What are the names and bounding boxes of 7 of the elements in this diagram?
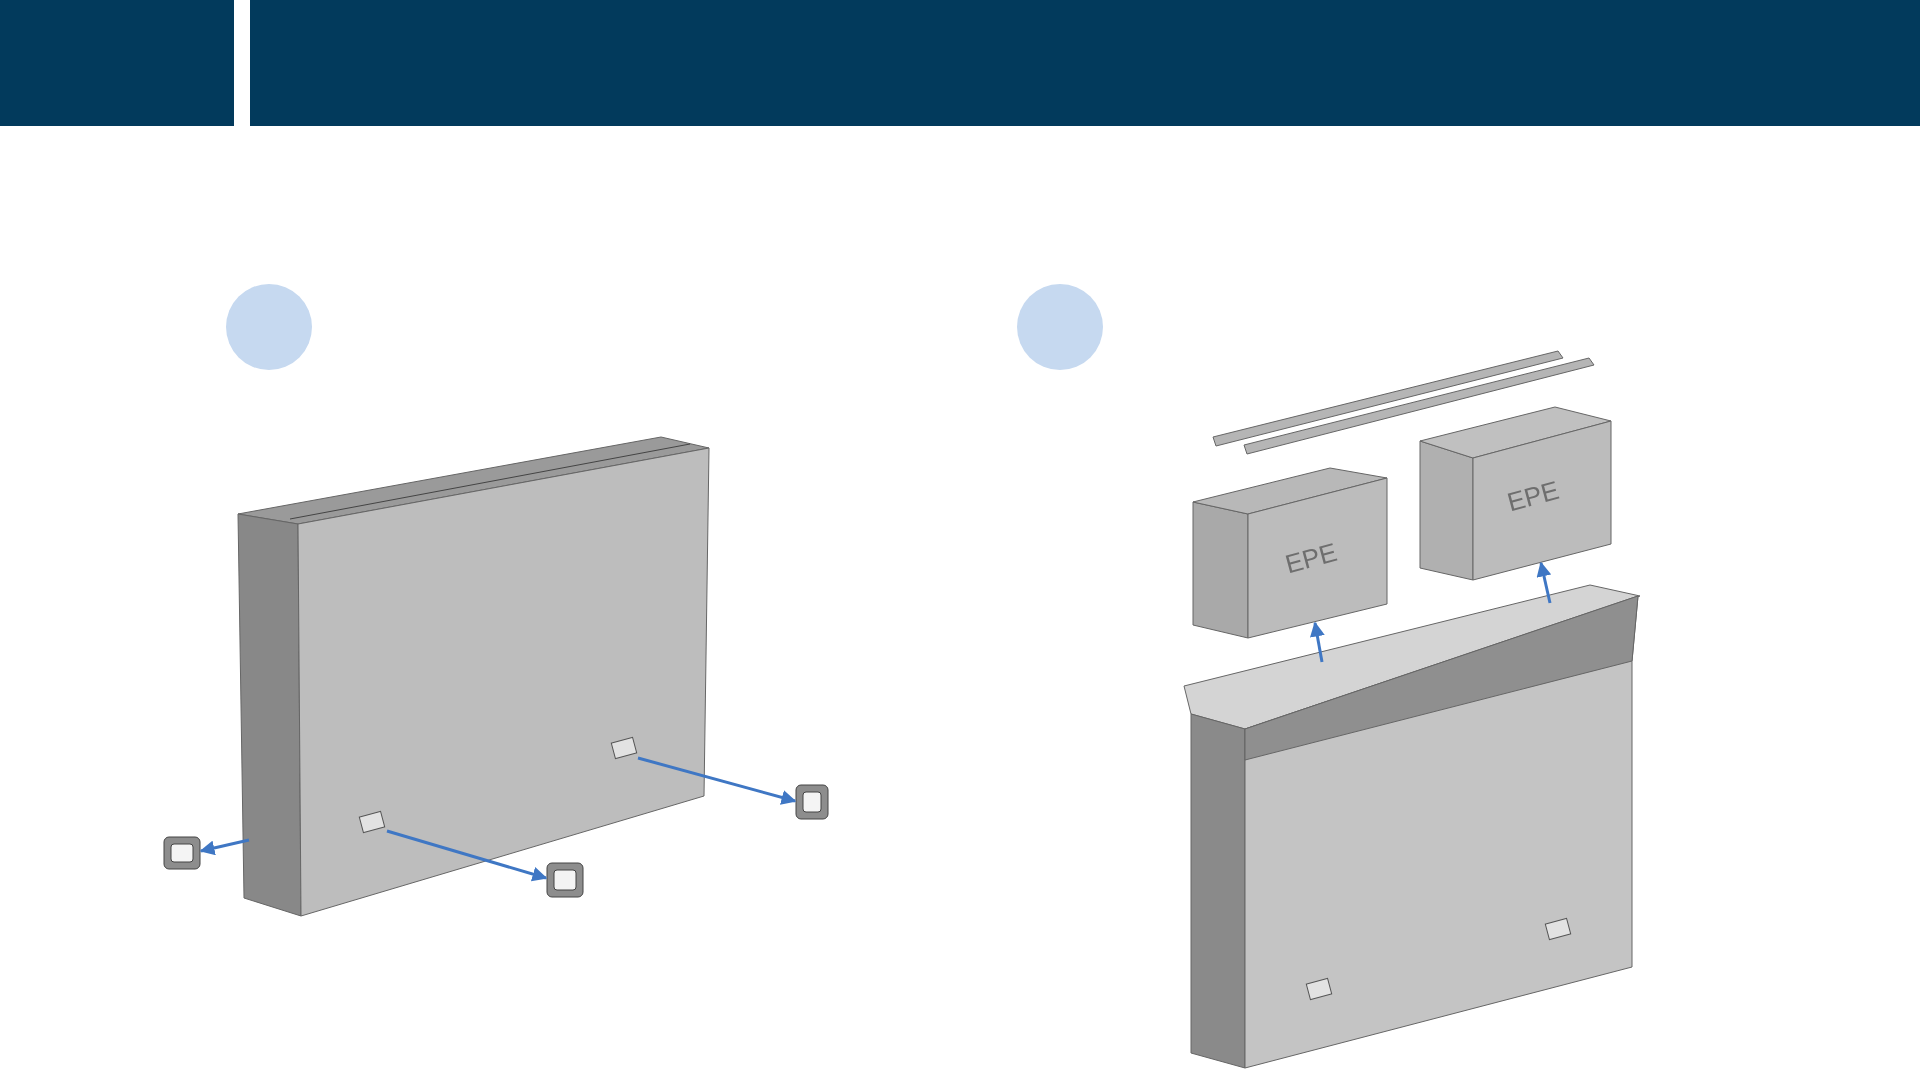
arrow — [637, 756, 797, 805]
material-label: EPE — [1282, 538, 1340, 578]
arrow — [1310, 621, 1325, 663]
material-label: EPE — [1504, 476, 1562, 516]
arrow — [199, 838, 250, 856]
arrow — [1536, 561, 1552, 604]
arrow — [386, 829, 548, 882]
